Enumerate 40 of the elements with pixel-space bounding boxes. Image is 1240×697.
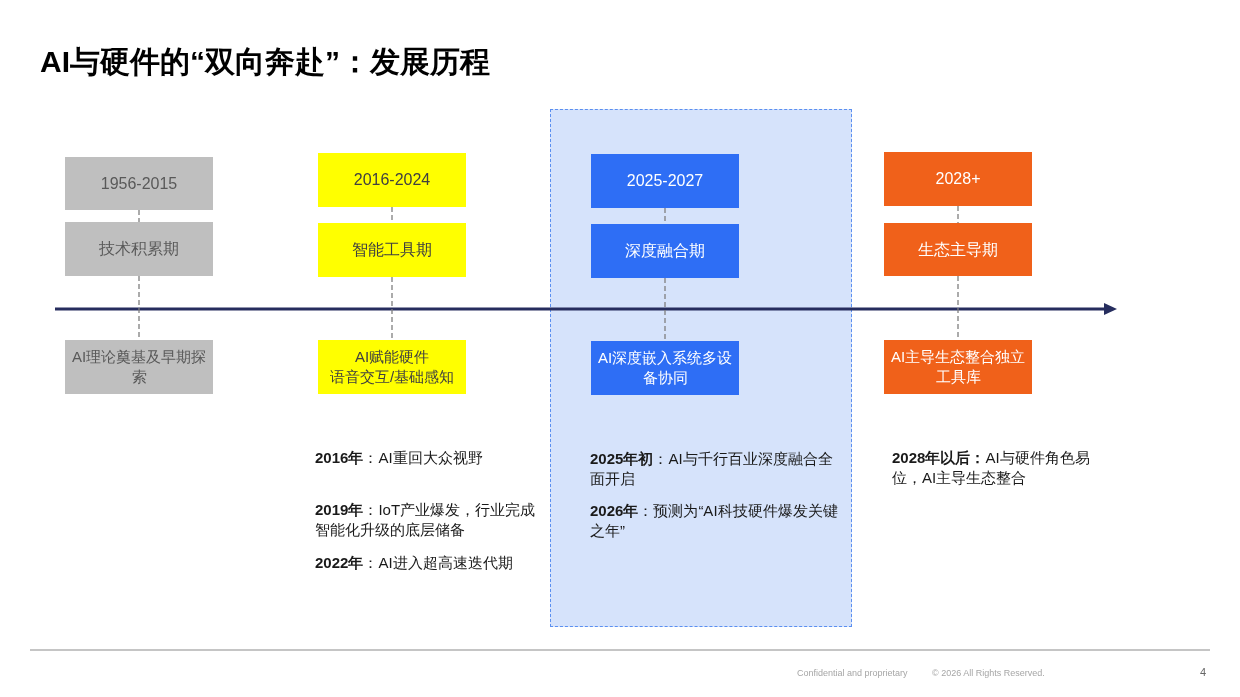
phase-name-text: 深度融合期 xyxy=(625,241,705,261)
milestone-note: 2026年：预测为“AI科技硬件爆发关键之年” xyxy=(590,501,839,541)
milestone-note: 2019年：IoT产业爆发，行业完成智能化升级的底层储备 xyxy=(315,500,537,540)
year-range-text: 2016-2024 xyxy=(353,170,431,190)
description-box xyxy=(591,341,739,395)
phase-description-text: AI深度嵌入系统多设备协同 xyxy=(596,348,734,388)
milestone-note: 2028年以后：AI与硬件角色易位，AI主导生态整合 xyxy=(892,448,1091,488)
copyright-text: © 2026 All Rights Reserved. xyxy=(932,668,1045,678)
description-box xyxy=(65,340,213,394)
milestone-note: 2016年：AI重回大众视野 xyxy=(315,448,484,468)
phase-box xyxy=(65,222,213,276)
year-range-text: 2025-2027 xyxy=(626,171,704,191)
milestone-note: 2022年：AI进入超高速迭代期 xyxy=(315,553,514,573)
phase-description-text: AI理论奠基及早期探索 xyxy=(70,347,208,387)
phase-box xyxy=(318,223,466,277)
phase-description-text: AI赋能硬件 xyxy=(354,347,430,367)
dashed-connector xyxy=(391,276,393,341)
slide-title: AI与硬件的“双向奔赴”：发展历程 xyxy=(40,44,490,80)
period-box xyxy=(591,154,739,208)
year-range-text: 1956-2015 xyxy=(100,173,178,194)
period-box xyxy=(65,157,213,210)
phase-name-text: 技术积累期 xyxy=(99,239,179,259)
phase-name-text: 生态主导期 xyxy=(918,239,998,260)
highlight-panel xyxy=(550,109,852,627)
period-box xyxy=(884,152,1032,206)
dashed-connector xyxy=(138,209,140,223)
phase-box xyxy=(884,223,1032,276)
dashed-connector xyxy=(957,205,959,224)
description-box xyxy=(884,340,1032,394)
phase-box xyxy=(591,224,739,278)
milestone-note: 2025年初：AI与千行百业深度融合全面开启 xyxy=(590,449,834,489)
description-box xyxy=(318,340,466,394)
page-number: 4 xyxy=(1200,666,1207,678)
phase-name-text: 智能工具期 xyxy=(352,240,432,260)
dashed-connector xyxy=(664,277,666,342)
period-box xyxy=(318,153,466,207)
phase-description-text: 语音交互/基础感知 xyxy=(329,367,455,387)
phase-description-text: AI主导生态整合独立工具库 xyxy=(889,347,1027,387)
confidentiality-note: Confidential and proprietary xyxy=(797,668,908,678)
year-range-text: 2028+ xyxy=(935,169,981,189)
